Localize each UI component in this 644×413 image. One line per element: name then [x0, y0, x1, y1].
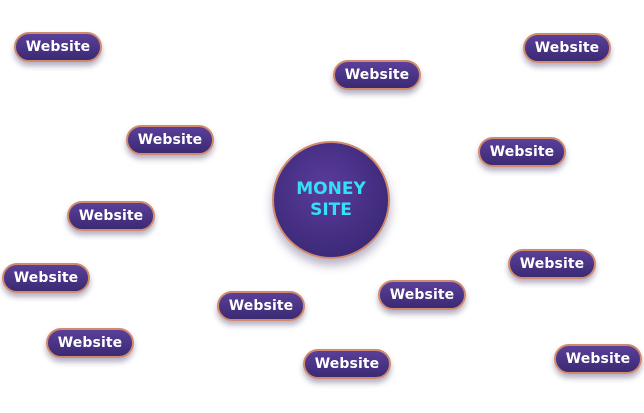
website-node-label: Website: [228, 298, 294, 314]
website-node-label: Website: [534, 40, 600, 56]
money-site-node: MONEY SITE: [272, 141, 390, 259]
website-node-label: Website: [489, 144, 555, 160]
website-node-label: Website: [314, 356, 380, 372]
money-site-label-line1: MONEY: [296, 179, 366, 199]
website-node-11: Website: [46, 328, 134, 358]
website-node-label: Website: [344, 67, 410, 83]
website-node-10: Website: [217, 291, 305, 321]
website-node-7: Website: [508, 249, 596, 279]
website-node-13: Website: [303, 349, 391, 379]
website-node-9: Website: [378, 280, 466, 310]
website-node-8: Website: [2, 263, 90, 293]
website-node-label: Website: [565, 351, 631, 367]
website-node-label: Website: [389, 287, 455, 303]
website-node-1: Website: [14, 32, 102, 62]
website-node-6: Website: [67, 201, 155, 231]
website-node-12: Website: [554, 344, 642, 374]
money-site-label-line2: SITE: [310, 200, 352, 220]
website-node-label: Website: [57, 335, 123, 351]
website-node-4: Website: [126, 125, 214, 155]
website-node-label: Website: [519, 256, 585, 272]
website-node-label: Website: [13, 270, 79, 286]
website-node-2: Website: [333, 60, 421, 90]
website-node-5: Website: [478, 137, 566, 167]
website-node-label: Website: [137, 132, 203, 148]
website-node-label: Website: [78, 208, 144, 224]
website-node-3: Website: [523, 33, 611, 63]
website-node-label: Website: [25, 39, 91, 55]
